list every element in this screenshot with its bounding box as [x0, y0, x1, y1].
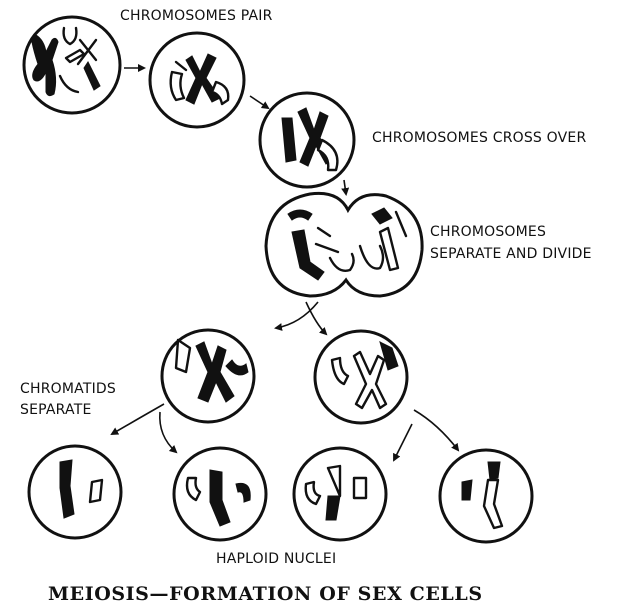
arrow-5-to-h2	[159, 411, 178, 454]
arrow-3-to-4	[341, 179, 350, 196]
cell-daughter-left	[160, 328, 256, 424]
haploid-nucleus-1	[27, 444, 123, 540]
arrows	[110, 64, 460, 462]
cell-chromosomes-pair	[22, 15, 122, 115]
arrow-6-to-h3	[393, 423, 413, 462]
cell-daughter-right	[313, 329, 409, 425]
label-chromosomes: CHROMOSOMES	[430, 224, 546, 240]
label-separate-and-divide: SEPARATE AND DIVIDE	[430, 246, 592, 262]
arrow-4-to-6	[305, 301, 328, 336]
arrow-5-to-h1	[110, 403, 165, 436]
arrow-4-to-5	[274, 301, 319, 331]
diagram-title: MEIOSIS—FORMATION OF SEX CELLS	[48, 583, 483, 605]
haploid-nucleus-3	[292, 446, 388, 542]
arrow-2-to-3	[249, 95, 270, 110]
haploid-nucleus-2	[172, 446, 268, 542]
haploid-nucleus-4	[438, 448, 534, 544]
cell-stage-2	[148, 31, 246, 129]
cell-stage-3	[258, 91, 356, 189]
arrow-6-to-h4	[413, 409, 460, 452]
label-chromosomes-cross-over: CHROMOSOMES CROSS OVER	[372, 130, 586, 146]
label-haploid-nuclei: HAPLOID NUCLEI	[216, 551, 336, 567]
cell-separate-divide	[264, 191, 424, 298]
label-chromatids: CHROMATIDS	[20, 381, 116, 397]
label-chromosomes-pair: CHROMOSOMES PAIR	[120, 8, 273, 24]
label-separate: SEPARATE	[20, 402, 92, 418]
